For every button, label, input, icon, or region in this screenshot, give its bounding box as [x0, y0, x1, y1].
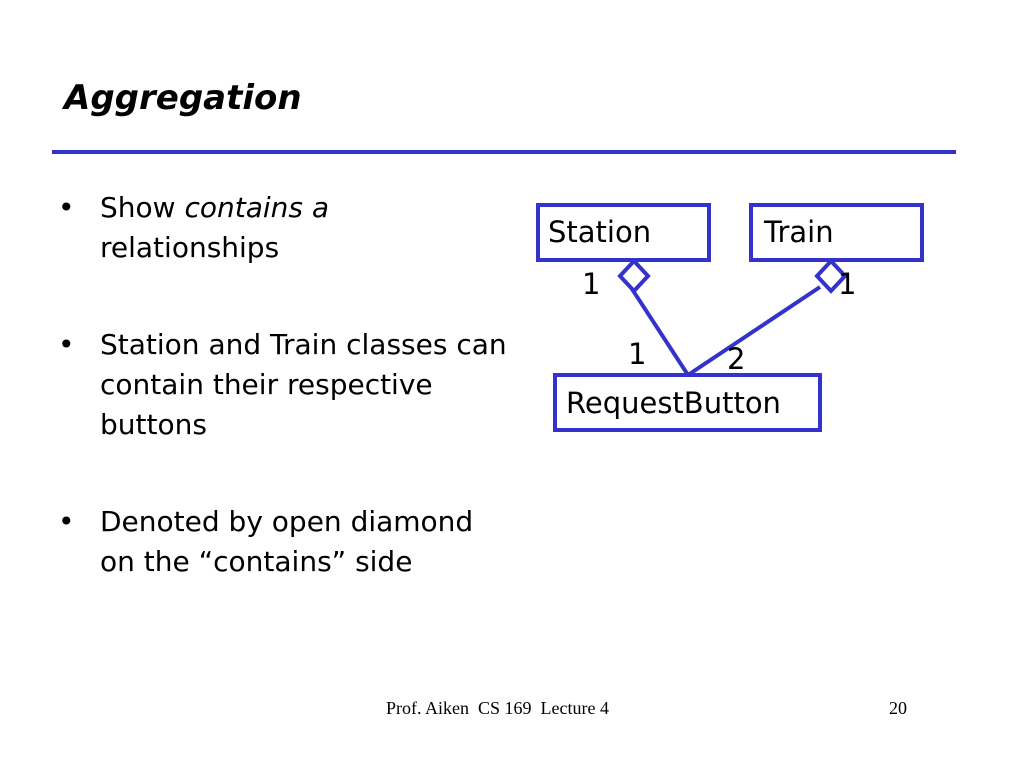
bullet-text-part: Station and Train classes can contain th…: [100, 328, 507, 441]
slide-title: Aggregation: [64, 78, 302, 118]
multiplicity-button-end-train: 2: [727, 342, 745, 376]
class-box-station: [536, 203, 711, 262]
title-underline: [52, 150, 956, 154]
bullet-item: • Station and Train classes can contain …: [58, 325, 508, 445]
bullet-text-part-italic: contains a: [184, 191, 330, 224]
bullet-item: • Show contains a relationships: [58, 188, 508, 268]
multiplicity-train-end: 1: [838, 267, 856, 301]
bullet-marker: •: [58, 505, 75, 538]
class-name-train: Train: [763, 215, 834, 249]
footer-course-info: Prof. Aiken CS 169 Lecture 4: [386, 698, 609, 718]
bullet-text-part: Show: [100, 191, 185, 224]
bullet-marker: •: [58, 191, 75, 224]
bullet-marker: •: [58, 328, 75, 361]
aggregation-line-station: [630, 287, 690, 377]
bullet-list: • Show contains a relationships • Statio…: [58, 188, 508, 639]
bullet-item: • Denoted by open diamond on the “contai…: [58, 502, 508, 582]
bullet-text-part: relationships: [100, 231, 280, 264]
class-box-train: [749, 203, 924, 262]
aggregation-line-train: [686, 285, 822, 377]
open-diamond-icon: [617, 258, 651, 294]
multiplicity-button-end-station: 1: [628, 337, 646, 371]
class-box-request-button: [553, 373, 822, 432]
open-diamond-icon: [814, 258, 848, 294]
bullet-text-part: Denoted by open diamond on the “contains…: [100, 505, 474, 578]
class-name-request-button: RequestButton: [566, 386, 781, 420]
footer-page-number: 20: [889, 698, 907, 718]
multiplicity-station-end: 1: [582, 267, 600, 301]
class-name-station: Station: [548, 215, 651, 249]
